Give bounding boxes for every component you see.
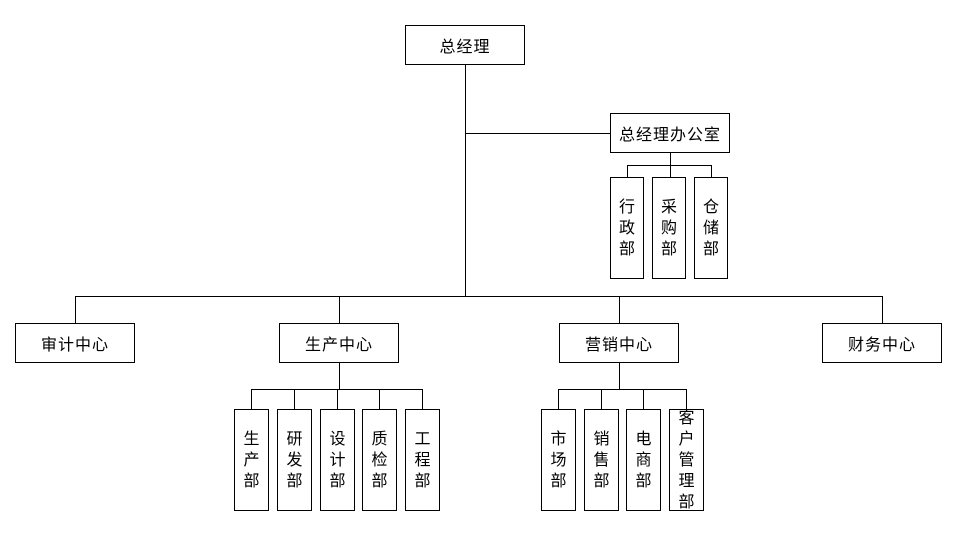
connector-production-drop-2	[294, 389, 295, 409]
node-design-dept[interactable]: 设计部	[320, 409, 355, 511]
node-engineering-dept[interactable]: 工程部	[405, 409, 440, 511]
connector-marketing-drop-2	[601, 389, 602, 409]
connector-trunk-vertical	[465, 65, 466, 296]
node-production-dept[interactable]: 生产部	[234, 409, 269, 511]
node-general-manager[interactable]: 总经理	[405, 25, 525, 65]
connector-center-drop-1	[75, 296, 76, 323]
node-admin-dept[interactable]: 行政部	[610, 177, 644, 279]
node-label: 质检部	[371, 430, 388, 490]
node-audit-center[interactable]: 审计中心	[15, 323, 135, 363]
node-label: 客户管理部	[678, 409, 695, 511]
node-market-dept[interactable]: 市场部	[541, 409, 576, 511]
node-label: 研发部	[286, 430, 303, 490]
connector-centers-rail	[75, 296, 883, 297]
node-production-center[interactable]: 生产中心	[279, 323, 399, 363]
node-qc-dept[interactable]: 质检部	[362, 409, 397, 511]
node-gm-office[interactable]: 总经理办公室	[610, 113, 730, 153]
node-label: 设计部	[329, 430, 346, 490]
connector-office-branch	[465, 133, 610, 134]
node-label: 生产部	[243, 430, 260, 490]
node-rd-dept[interactable]: 研发部	[277, 409, 312, 511]
connector-office-children-rail	[627, 165, 712, 166]
connector-office-drop-1	[627, 165, 628, 177]
node-label: 仓储部	[702, 198, 719, 258]
node-label: 审计中心	[40, 337, 109, 354]
node-marketing-center[interactable]: 营销中心	[559, 323, 679, 363]
node-label: 行政部	[618, 198, 635, 258]
node-sales-dept[interactable]: 销售部	[584, 409, 619, 511]
connector-production-drop-4	[379, 389, 380, 409]
connector-office-drop-2	[670, 165, 671, 177]
node-label: 市场部	[550, 430, 567, 490]
connector-office-stub	[670, 153, 671, 165]
node-purchasing-dept[interactable]: 采购部	[652, 177, 686, 279]
node-finance-center[interactable]: 财务中心	[822, 323, 942, 363]
connector-marketing-drop-1	[558, 389, 559, 409]
node-label: 总经理	[439, 39, 491, 56]
node-ecommerce-dept[interactable]: 电商部	[626, 409, 661, 511]
node-label: 总经理办公室	[618, 127, 721, 144]
connector-marketing-children-rail	[558, 389, 687, 390]
node-warehouse-dept[interactable]: 仓储部	[694, 177, 728, 279]
connector-marketing-stub	[619, 363, 620, 389]
connector-office-drop-3	[711, 165, 712, 177]
connector-production-drop-5	[422, 389, 423, 409]
node-label: 财务中心	[847, 337, 916, 354]
connector-production-stub	[339, 363, 340, 389]
connector-marketing-drop-3	[643, 389, 644, 409]
node-label: 采购部	[660, 198, 677, 258]
connector-production-drop-3	[337, 389, 338, 409]
connector-center-drop-3	[619, 296, 620, 323]
connector-production-drop-1	[251, 389, 252, 409]
node-label: 营销中心	[584, 337, 653, 354]
node-label: 销售部	[593, 430, 610, 490]
node-customer-mgmt-dept[interactable]: 客户管理部	[669, 409, 704, 511]
connector-center-drop-2	[339, 296, 340, 323]
connector-marketing-drop-4	[686, 389, 687, 409]
node-label: 工程部	[414, 430, 431, 490]
node-label: 电商部	[635, 430, 652, 490]
connector-center-drop-4	[882, 296, 883, 323]
node-label: 生产中心	[304, 337, 373, 354]
